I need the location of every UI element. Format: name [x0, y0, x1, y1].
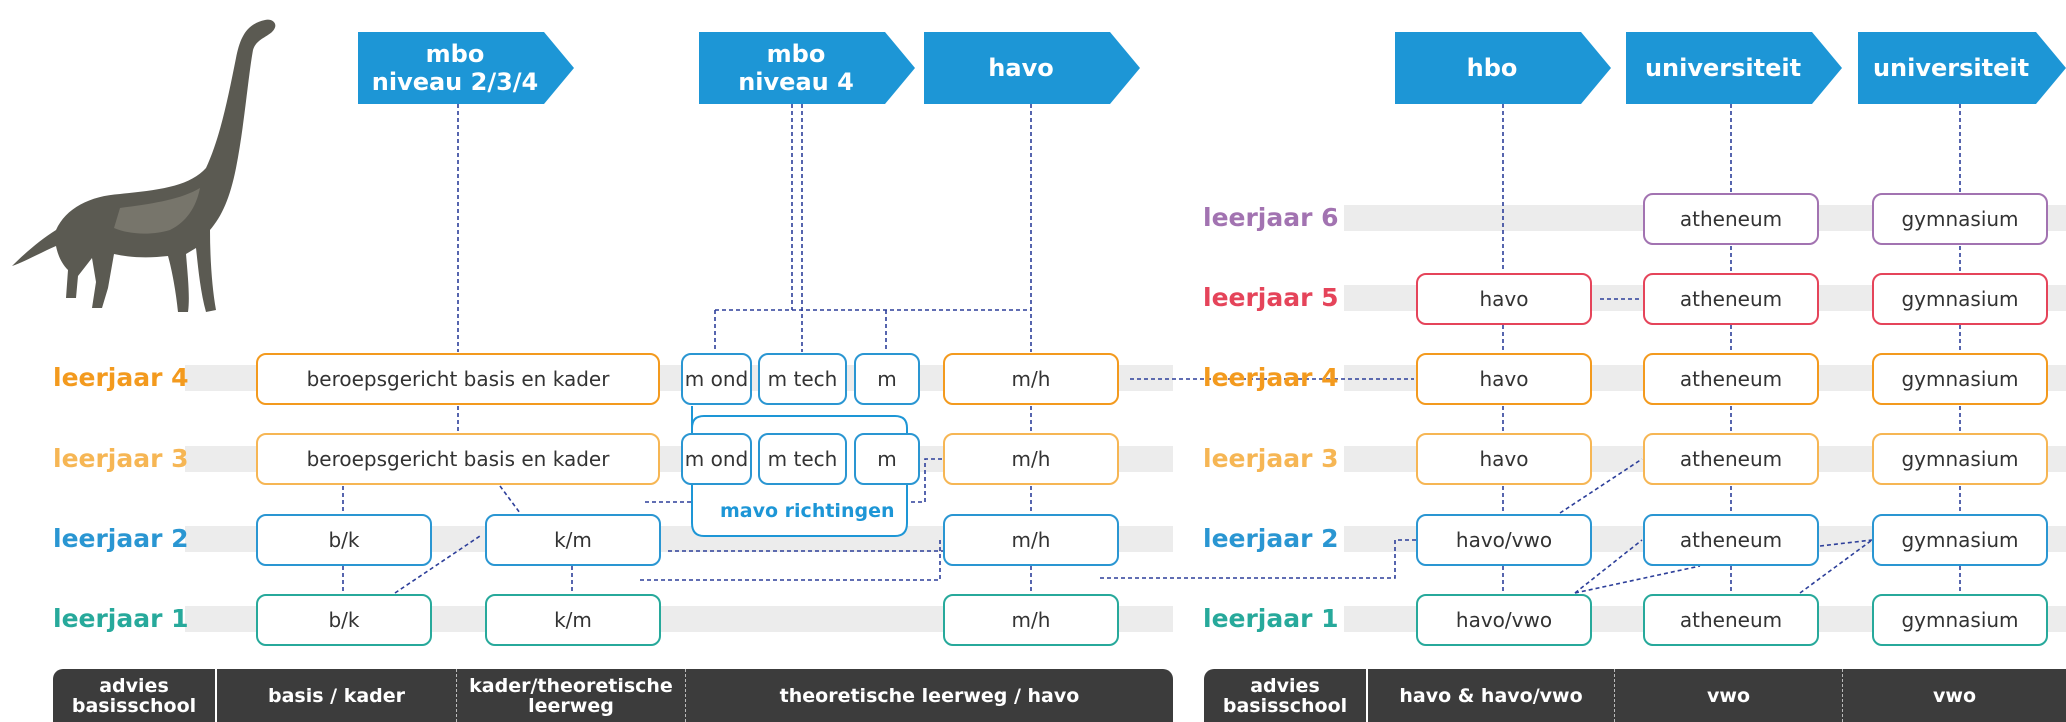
- box-atheneum-y1: atheneum: [1643, 594, 1819, 646]
- mavo-richtingen-label: mavo richtingen: [720, 500, 895, 522]
- box-gymnasium-y3: gymnasium: [1872, 433, 2048, 485]
- year-label-left-1: leerjaar 1: [53, 604, 189, 633]
- box-mh-y3: m/h: [943, 433, 1119, 485]
- banner-universiteit-1: universiteit: [1626, 32, 1842, 104]
- banner-mbo-niveau-234: mbo niveau 2/3/4: [358, 32, 574, 104]
- year-label-right-2: leerjaar 2: [1203, 524, 1339, 553]
- box-havo-y3: havo: [1416, 433, 1592, 485]
- box-mh-y4: m/h: [943, 353, 1119, 405]
- footer-left-basis-kader: basis / kader: [217, 669, 457, 722]
- banner-havo: havo: [924, 32, 1140, 104]
- year-label-right-5: leerjaar 5: [1203, 283, 1339, 312]
- box-m-tech-y3: m tech: [758, 433, 847, 485]
- box-km-y2: k/m: [485, 514, 661, 566]
- box-bk-y1: b/k: [256, 594, 432, 646]
- box-m-y4: m: [854, 353, 920, 405]
- box-bk-y2: b/k: [256, 514, 432, 566]
- box-gymnasium-y4: gymnasium: [1872, 353, 2048, 405]
- box-m-ond-y3: m ond: [681, 433, 752, 485]
- box-beroepsgericht-y3: beroepsgericht basis en kader: [256, 433, 660, 485]
- box-havo-vwo-y2: havo/vwo: [1416, 514, 1592, 566]
- box-atheneum-y2: atheneum: [1643, 514, 1819, 566]
- footer-left-advies: advies basisschool: [53, 669, 217, 722]
- footer-right-vwo-2: vwo: [1933, 684, 1976, 707]
- box-m-tech-y4: m tech: [758, 353, 847, 405]
- footer-right-havo-havovwo: havo & havo/vwo: [1368, 669, 1615, 722]
- year-label-left-3: leerjaar 3: [53, 444, 189, 473]
- box-km-y1: k/m: [485, 594, 661, 646]
- footer-left-theoretische-havo: theoretische leerweg / havo: [779, 684, 1080, 707]
- footer-right: advies basisschool havo & havo/vwo vwo v…: [1204, 669, 2066, 722]
- box-m-y3: m: [854, 433, 920, 485]
- footer-left-kader-theoretische: kader/theoretische leerweg: [457, 669, 686, 722]
- box-mh-y1: m/h: [943, 594, 1119, 646]
- box-gymnasium-y2: gymnasium: [1872, 514, 2048, 566]
- box-gymnasium-y6: gymnasium: [1872, 193, 2048, 245]
- year-label-right-4: leerjaar 4: [1203, 363, 1339, 392]
- box-gymnasium-y5: gymnasium: [1872, 273, 2048, 325]
- year-label-right-6: leerjaar 6: [1203, 203, 1339, 232]
- banner-hbo: hbo: [1395, 32, 1611, 104]
- box-atheneum-y4: atheneum: [1643, 353, 1819, 405]
- box-mh-y2: m/h: [943, 514, 1119, 566]
- year-label-right-3: leerjaar 3: [1203, 444, 1339, 473]
- footer-right-vwo-1: vwo: [1615, 669, 1843, 722]
- year-label-left-4: leerjaar 4: [53, 363, 189, 392]
- box-m-ond-y4: m ond: [681, 353, 752, 405]
- footer-left: advies basisschool basis / kader kader/t…: [53, 669, 1173, 722]
- box-beroepsgericht-y4: beroepsgericht basis en kader: [256, 353, 660, 405]
- footer-right-advies: advies basisschool: [1204, 669, 1368, 722]
- dinosaur-icon: [12, 19, 276, 313]
- box-gymnasium-y1: gymnasium: [1872, 594, 2048, 646]
- box-atheneum-y5: atheneum: [1643, 273, 1819, 325]
- box-atheneum-y6: atheneum: [1643, 193, 1819, 245]
- year-label-right-1: leerjaar 1: [1203, 604, 1339, 633]
- box-havo-vwo-y1: havo/vwo: [1416, 594, 1592, 646]
- banner-universiteit-2: universiteit: [1858, 32, 2066, 104]
- box-havo-y5: havo: [1416, 273, 1592, 325]
- box-havo-y4: havo: [1416, 353, 1592, 405]
- box-atheneum-y3: atheneum: [1643, 433, 1819, 485]
- banner-mbo-niveau-4: mbo niveau 4: [699, 32, 915, 104]
- year-label-left-2: leerjaar 2: [53, 524, 189, 553]
